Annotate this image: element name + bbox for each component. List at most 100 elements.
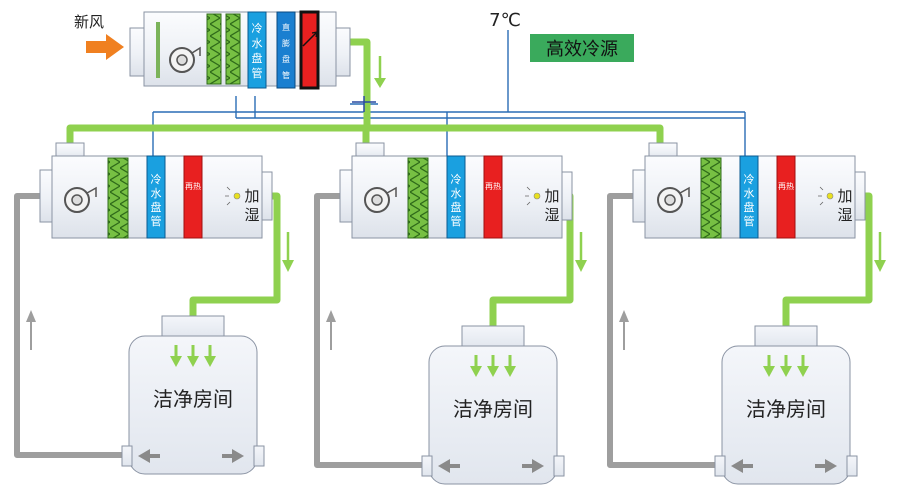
fan-outlet-icon xyxy=(386,186,397,197)
filter-icon xyxy=(107,157,129,239)
electric-heater xyxy=(299,10,320,90)
reheater-label: 再热 xyxy=(185,181,201,191)
ahu-outlet-flange xyxy=(854,171,866,221)
fresh-air-label: 新风 xyxy=(74,13,104,31)
humidifier-label: 加 xyxy=(244,187,259,205)
return-air-duct xyxy=(607,193,717,468)
coil-label: 管 xyxy=(151,214,162,228)
dx-coil xyxy=(276,11,296,89)
return-air-duct xyxy=(14,193,124,458)
supply-in-arrowhead xyxy=(504,366,516,377)
filter-icon xyxy=(700,157,722,239)
humidifier-icon xyxy=(826,192,834,200)
room-supply-neck xyxy=(461,325,525,349)
valve-icon xyxy=(352,96,376,112)
clean-room xyxy=(428,345,558,485)
filter-icon xyxy=(225,13,241,85)
fan-hub-icon xyxy=(371,194,383,206)
coil-label: 冷 xyxy=(151,173,162,186)
reheater xyxy=(776,155,796,239)
coil-label: 冷 xyxy=(252,22,263,35)
fresh-air-arrow-icon xyxy=(86,34,124,60)
coil-label: 管 xyxy=(451,214,462,228)
supply-in-arrowhead xyxy=(470,366,482,377)
ahu-outlet-flange xyxy=(261,171,273,221)
humidifier-label: 加 xyxy=(544,187,559,205)
chilled-water-coil xyxy=(446,155,466,239)
supply-in-arrowhead xyxy=(187,356,199,367)
return-out-arrowhead xyxy=(825,459,837,473)
room-return-flange xyxy=(121,445,133,467)
ahu-outlet-flange xyxy=(561,171,573,221)
humidifier-label: 湿 xyxy=(544,206,559,224)
cold-source-box xyxy=(530,34,634,62)
room-supply-neck xyxy=(754,325,818,349)
dx-coil-label: 膨 xyxy=(282,38,290,48)
coil-label: 盘 xyxy=(151,200,162,214)
room-return-flange xyxy=(714,455,726,477)
reheater-label: 再热 xyxy=(778,181,794,191)
chilled-water-piping xyxy=(152,30,746,158)
room-label: 洁净房间 xyxy=(453,397,533,421)
reheater xyxy=(183,155,203,239)
fan-outlet-icon xyxy=(679,186,690,197)
supply-in-arrowhead xyxy=(797,366,809,377)
humidifier-spray-icon xyxy=(225,186,231,206)
coil-label: 水 xyxy=(451,187,462,200)
fan-icon xyxy=(169,46,201,73)
return-out-arrowhead xyxy=(532,459,544,473)
return-out-arrowhead xyxy=(232,449,244,463)
return-out-arrowhead xyxy=(438,459,450,473)
return-up-arrowhead xyxy=(326,310,336,322)
supply-in-arrowhead xyxy=(763,366,775,377)
coil-label: 盘 xyxy=(451,200,462,214)
fan-outlet-icon xyxy=(86,186,97,197)
coil-label: 水 xyxy=(744,187,755,200)
coil-label: 盘 xyxy=(744,200,755,214)
clean-room xyxy=(721,345,851,485)
dx-coil-label: 直 xyxy=(282,22,290,32)
supply-in-arrowhead xyxy=(170,356,182,367)
supply-in-arrowhead xyxy=(780,366,792,377)
reheater-label: 再热 xyxy=(485,181,501,191)
main-duct-down-arrow xyxy=(374,56,386,88)
coil-label: 冷 xyxy=(744,173,755,186)
coil-label: 水 xyxy=(252,37,263,50)
return-up-arrowhead xyxy=(619,310,629,322)
coil-label: 冷 xyxy=(451,173,462,186)
chilled-water-coil xyxy=(247,11,267,89)
coil-label: 水 xyxy=(151,187,162,200)
fan-hub-icon xyxy=(664,194,676,206)
fresh-air-ahu: 冷 水 盘 管 直 膨 盘 管 xyxy=(129,10,351,90)
return-out-arrowhead xyxy=(731,459,743,473)
cold-source-label: 高效冷源 xyxy=(546,39,618,60)
humidifier-icon xyxy=(533,192,541,200)
coil-label: 管 xyxy=(744,214,755,228)
supply-down-arrowhead xyxy=(874,260,886,272)
room-label: 洁净房间 xyxy=(153,387,233,411)
humidifier-spray-icon xyxy=(818,186,824,206)
room-return-flange xyxy=(253,445,265,467)
fan-hub-icon xyxy=(71,194,83,206)
supply-in-arrowhead xyxy=(204,356,216,367)
clean-room xyxy=(128,335,258,475)
chilled-water-coil xyxy=(146,155,166,239)
return-up-arrowhead xyxy=(26,310,36,322)
humidifier-label: 湿 xyxy=(244,206,259,224)
room-label: 洁净房间 xyxy=(746,397,826,421)
room-return-flange xyxy=(846,455,858,477)
reheater xyxy=(483,155,503,239)
room-return-flange xyxy=(553,455,565,477)
dx-coil-label: 盘 xyxy=(282,54,290,64)
humidifier-label: 加 xyxy=(837,187,852,205)
humidifier-label: 湿 xyxy=(837,206,852,224)
room-return-flange xyxy=(421,455,433,477)
supply-down-arrowhead xyxy=(282,260,294,272)
dx-coil-label: 管 xyxy=(282,70,290,80)
source-temperature: 7℃ xyxy=(489,10,521,31)
